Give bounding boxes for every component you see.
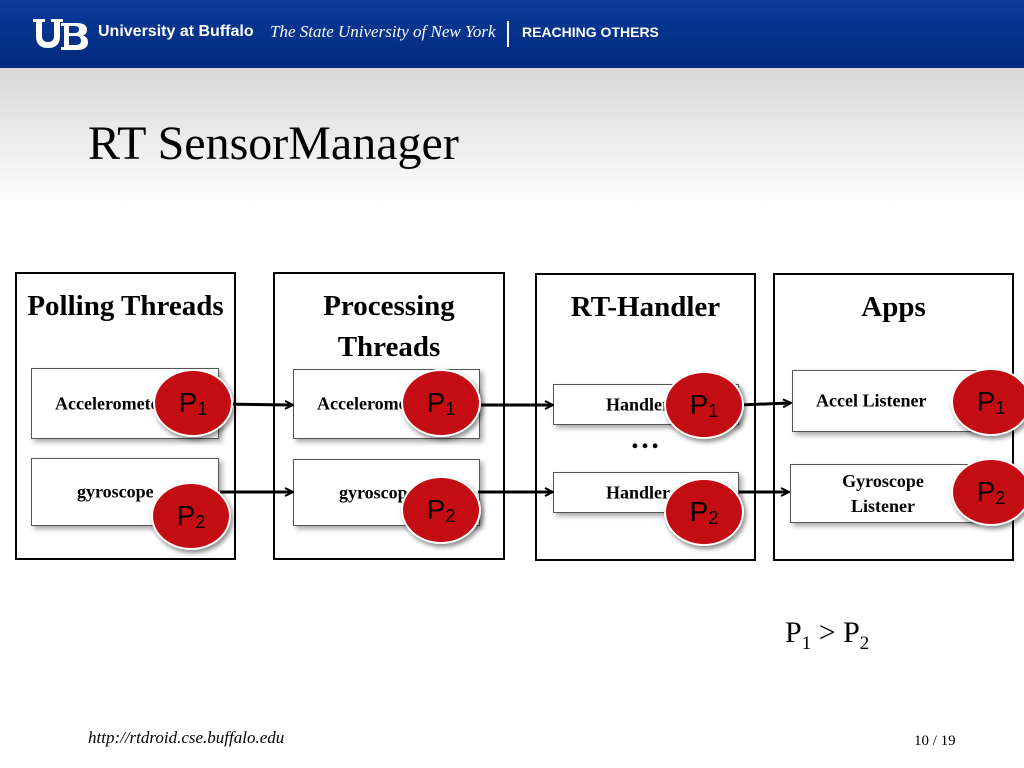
arrow-handler-to-app-p1	[738, 403, 790, 405]
banner-divider	[507, 21, 509, 47]
accel-listener-label: Accel Listener	[816, 390, 927, 411]
rt-handler-label-1: Handler	[606, 394, 671, 414]
priority-relation: P1 > P2	[785, 616, 870, 654]
polling-accelerometer-label: Accelerometer	[55, 393, 167, 413]
processing-gyroscope-label: gyroscope	[339, 482, 416, 502]
slide-title: RT SensorManager	[88, 117, 459, 170]
rt-handler-heading: RT-Handler	[570, 291, 721, 323]
rt-handler-label-2: Handler	[606, 482, 671, 502]
processing-threads-heading: Processing Threads	[323, 290, 455, 363]
banner-tagline: REACHING OTHERS	[522, 24, 659, 40]
title-band	[0, 68, 1024, 208]
rt-handler-ellipsis: …	[630, 422, 660, 455]
apps-heading: Apps	[861, 291, 926, 323]
page-number: 10 / 19	[914, 733, 956, 749]
ub-logo-icon	[33, 19, 88, 50]
university-name: University at Buffalo	[98, 23, 254, 40]
gyroscope-listener-label: Gyroscope Listener	[842, 470, 924, 516]
footer-url: http://rtdroid.cse.buffalo.edu	[88, 728, 285, 747]
header-banner: University at Buffalo The State Universi…	[0, 0, 1024, 68]
gyroscope-listener-item: Gyroscope Listener	[790, 464, 976, 523]
polling-threads-heading: Polling Threads	[27, 290, 224, 322]
processing-accelerometer-label: Accelerometer	[317, 393, 429, 414]
accel-listener-item: Accel Listener	[792, 370, 979, 432]
university-system: The State University of New York	[270, 22, 496, 41]
polling-gyroscope-label: gyroscope	[77, 481, 154, 502]
